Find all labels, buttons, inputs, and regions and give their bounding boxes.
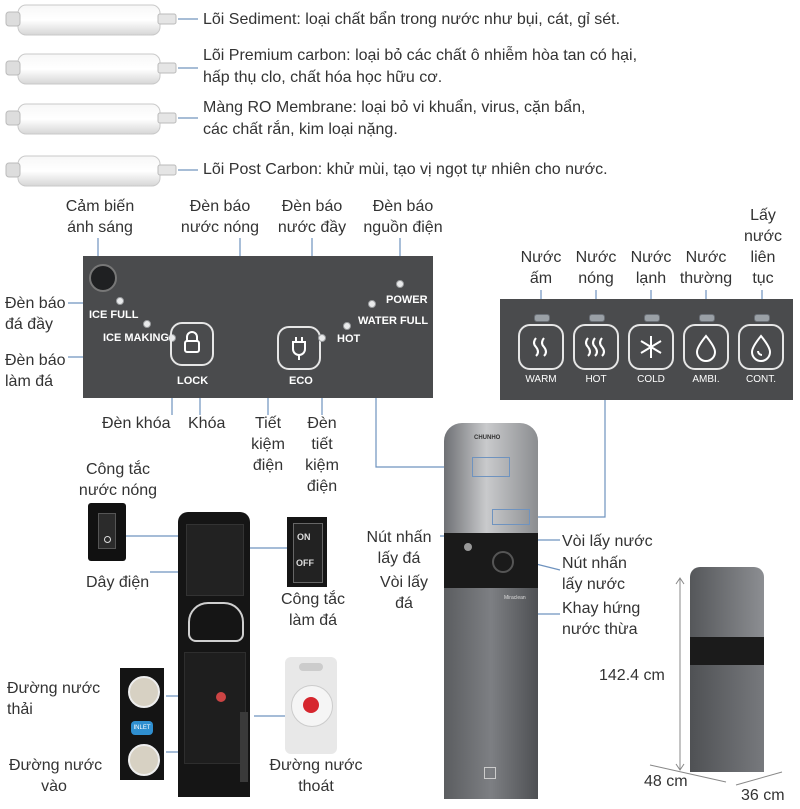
callout-power-cord: Dây điện [86,574,150,591]
outlet-plug [303,697,319,713]
filter-post-carbon-desc: Lõi Post Carbon: khử mùi, tạo vị ngọt tự… [203,161,608,178]
continuous-label: CONT. [746,374,776,385]
ice-making-led [143,320,151,328]
continuous-drop-icon [750,334,772,362]
dispenser-side-image [690,567,764,772]
filter-ro-membrane-desc: Màng RO Membrane: loại bỏ vi khuẩn, viru… [203,99,586,138]
outlet-connector-image [285,657,337,754]
dispenser-back-image [178,512,250,797]
water-lines-image: INLET [120,668,164,780]
cold-button[interactable] [628,324,674,370]
hot-button[interactable] [573,324,619,370]
control-panel-right: WARM HOT COLD AMBI. CONT. [500,299,793,400]
hot-switch-image [88,503,126,561]
brand-label: CHUNHO [474,435,501,441]
warm-water-icon [533,337,547,357]
warm-button[interactable] [518,324,564,370]
power-label: POWER [386,294,428,306]
water-drop-icon [695,334,717,362]
filter-premium-carbon-desc: Lõi Premium carbon: loại bỏ các chất ô n… [203,47,638,86]
continuous-led [754,314,770,322]
warm-led [534,314,550,322]
ice-full-label: ICE FULL [89,309,139,321]
ice-switch-image: ON OFF [287,517,327,587]
dimension-height: 142.4 cm [599,667,665,684]
ice-making-label: ICE MAKING [103,332,169,344]
hot-label: HOT [337,333,361,345]
inlet-connector [128,744,160,776]
hot-switch-rocker [98,513,116,549]
dimension-width: 48 cm [644,773,688,790]
water-full-led [368,300,376,308]
plug-icon [292,337,306,360]
light-sensor [89,264,117,292]
callout-lock: Khóa [188,415,226,432]
filter-premium-carbon-image [5,53,177,85]
warm-label: WARM [525,374,557,385]
dispenser-front-image: CHUNHO Miraclean [444,423,538,799]
water-full-label: WATER FULL [358,315,429,327]
control-panel-left: ICE FULL ICE MAKING LOCK ECO HOT WATER F… [83,256,433,398]
dimension-lines [649,577,783,786]
hot-button-label: HOT [585,374,607,385]
inlet-tag: INLET [131,721,153,735]
ice-switch-rocker: ON OFF [293,523,323,583]
snowflake-icon [640,336,662,358]
filter-sediment-desc: Lõi Sediment: loại chất bẩn trong nước n… [203,11,621,28]
callout-lock-light: Đèn khóa [102,415,171,432]
drain-connector [128,676,160,708]
eco-label: ECO [289,375,313,387]
cold-label: COLD [637,374,665,385]
eco-led [318,334,326,342]
ice-full-led [116,297,124,305]
callout-water-spout: Vòi lấy nước [562,533,653,550]
filter-ro-membrane-image [5,103,177,135]
lock-label: LOCK [177,375,209,387]
model-label: Miraclean [504,595,526,601]
ambient-button[interactable] [683,324,729,370]
ambient-label: AMBI. [692,374,720,385]
ambient-led [699,314,715,322]
lock-icon [184,331,200,353]
hot-led [589,314,605,322]
cold-led [644,314,660,322]
eco-button[interactable] [277,326,321,370]
filter-sediment-image [5,4,177,36]
filter-cartridges [5,4,198,187]
ice-switch-off-label: OFF [296,558,314,568]
hot-water-icon [585,337,605,357]
power-led [396,280,404,288]
lock-led [168,334,176,342]
lock-button[interactable] [170,322,214,366]
continuous-button[interactable] [738,324,784,370]
ice-switch-on-label: ON [297,532,311,542]
filter-post-carbon-image [5,155,177,187]
hot-led [343,322,351,330]
dimension-depth: 36 cm [741,787,785,804]
